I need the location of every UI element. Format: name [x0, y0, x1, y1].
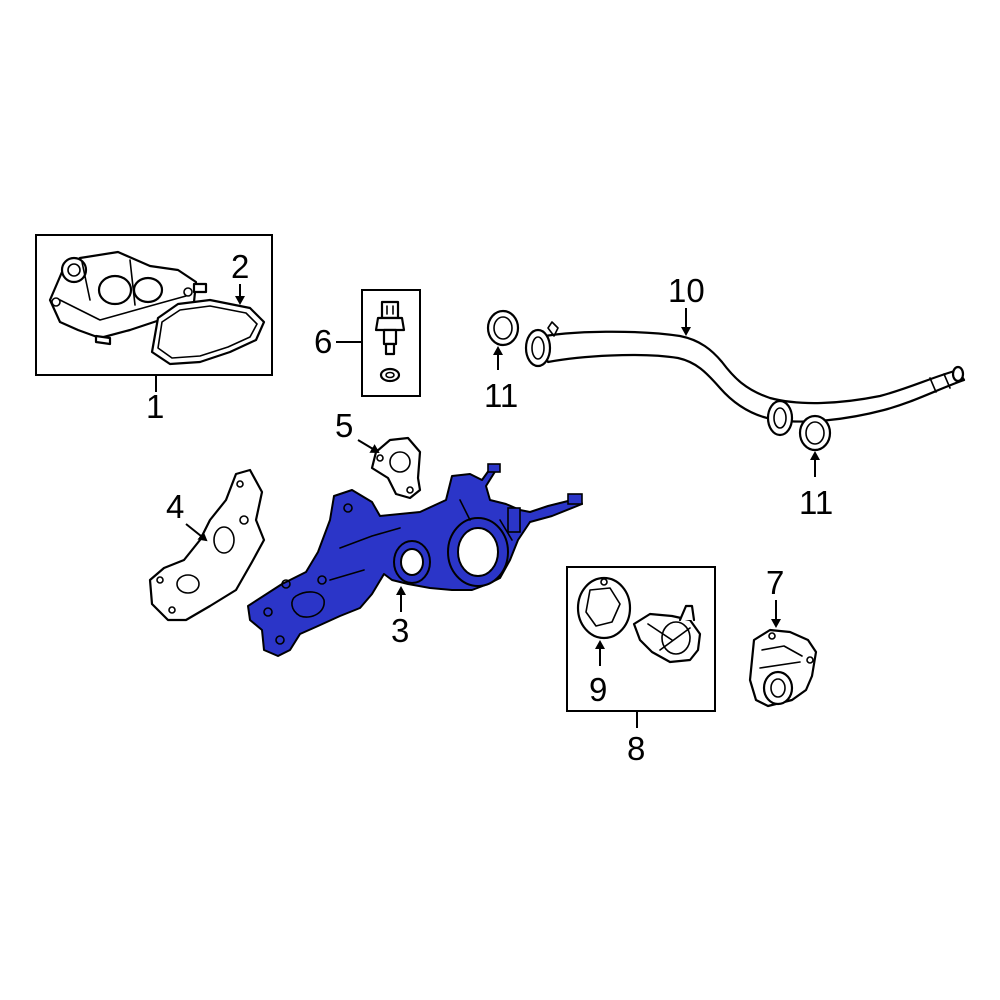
callout-7-label: 7 [766, 564, 784, 601]
part-3-water-outlet-housing[interactable]: 3 [247, 463, 583, 657]
part-10-coolant-pipe[interactable]: 10 [524, 272, 966, 437]
callout-10-label: 10 [668, 272, 705, 309]
part-1-water-pump-kit[interactable]: 1 2 [35, 234, 273, 425]
pipe-drawing [533, 330, 966, 423]
callout-3-label: 3 [391, 612, 409, 649]
seal-9-drawing [576, 576, 632, 640]
callout-4-label: 4 [166, 488, 184, 525]
kit-box-1 [35, 234, 273, 376]
callout-6-label: 6 [314, 323, 332, 360]
part-8-thermostat-kit[interactable]: 9 8 [566, 566, 716, 767]
part-6-temperature-sensor[interactable]: 6 [314, 289, 421, 397]
part-4-gasket[interactable]: 4 [148, 468, 266, 622]
gasket-5-drawing [370, 436, 422, 500]
callout-8-label: 8 [627, 730, 645, 767]
part-11-o-ring-upper[interactable]: 11 [484, 309, 520, 414]
part-11-o-ring-lower[interactable]: 11 [798, 414, 833, 521]
water-pump-drawing [48, 250, 208, 346]
gasket-2-drawing [150, 298, 266, 366]
callout-2-label: 2 [231, 248, 249, 285]
o-ring-upper-drawing [486, 309, 520, 347]
part-7-thermostat-housing[interactable]: 7 [748, 564, 818, 708]
leader-4 [185, 523, 208, 542]
kit-box-8 [566, 566, 716, 712]
o-ring-lower-drawing [798, 414, 832, 452]
part-5-gasket[interactable]: 5 [335, 407, 422, 500]
callout-9-label: 9 [589, 671, 607, 708]
thermostat-drawing [632, 604, 702, 664]
leader-5 [357, 439, 380, 454]
callout-5-label: 5 [335, 407, 353, 444]
callout-11a-label: 11 [484, 377, 518, 414]
callout-11b-label: 11 [799, 484, 833, 521]
sensor-drawing [374, 300, 406, 383]
callout-1-label: 1 [146, 388, 164, 425]
